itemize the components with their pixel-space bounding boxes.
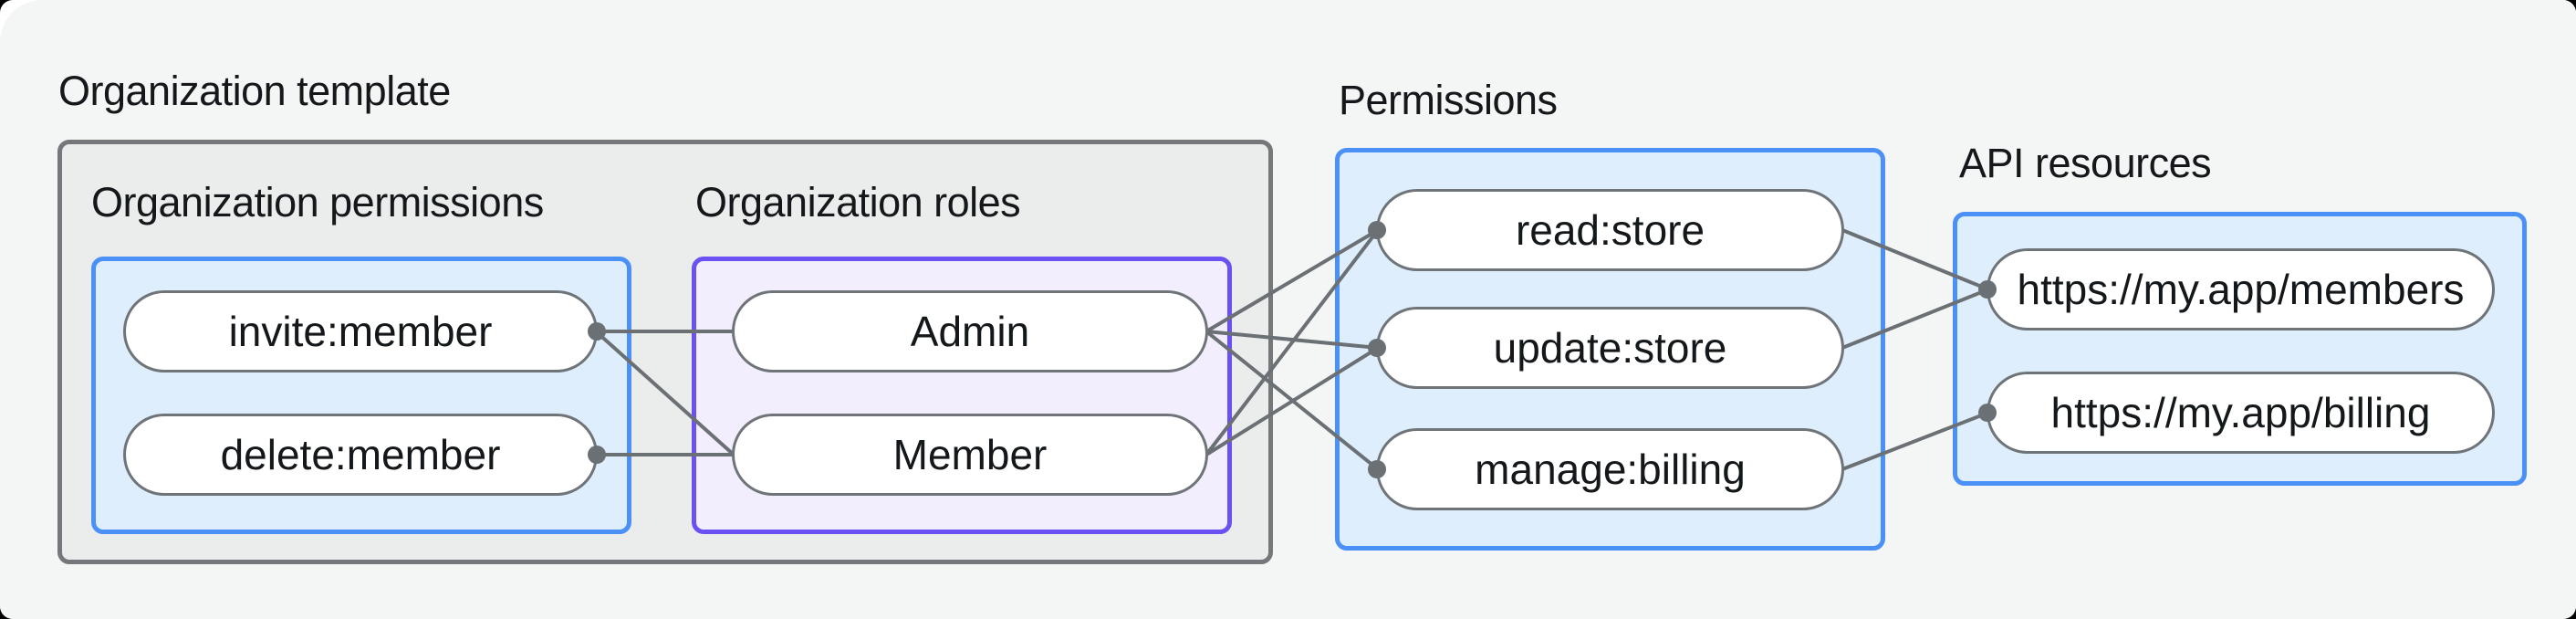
node-label: delete:member [220, 431, 501, 478]
org-template-title: Organization template [58, 68, 451, 114]
node-label: update:store [1493, 324, 1727, 372]
node-label: manage:billing [1475, 446, 1746, 493]
node-delete-member: delete:member [123, 414, 598, 496]
node-label: https://my.app/members [2017, 266, 2465, 313]
node-label: Member [892, 431, 1048, 478]
node-api-billing: https://my.app/billing [1987, 372, 2495, 454]
node-admin-role: Admin [732, 290, 1208, 372]
org-roles-title: Organization roles [695, 179, 1021, 226]
node-label: read:store [1515, 206, 1705, 254]
org-permissions-title: Organization permissions [91, 179, 544, 226]
node-api-members: https://my.app/members [1987, 248, 2495, 330]
node-member-role: Member [732, 414, 1208, 496]
node-update-store: update:store [1376, 307, 1844, 389]
node-label: Admin [910, 308, 1030, 355]
node-read-store: read:store [1376, 189, 1844, 271]
node-invite-member: invite:member [123, 290, 598, 372]
permissions-title: Permissions [1339, 77, 1558, 123]
node-label: invite:member [228, 308, 493, 355]
api-resources-title: API resources [1959, 140, 2212, 186]
node-label: https://my.app/billing [2050, 389, 2431, 436]
node-manage-billing: manage:billing [1376, 428, 1844, 510]
